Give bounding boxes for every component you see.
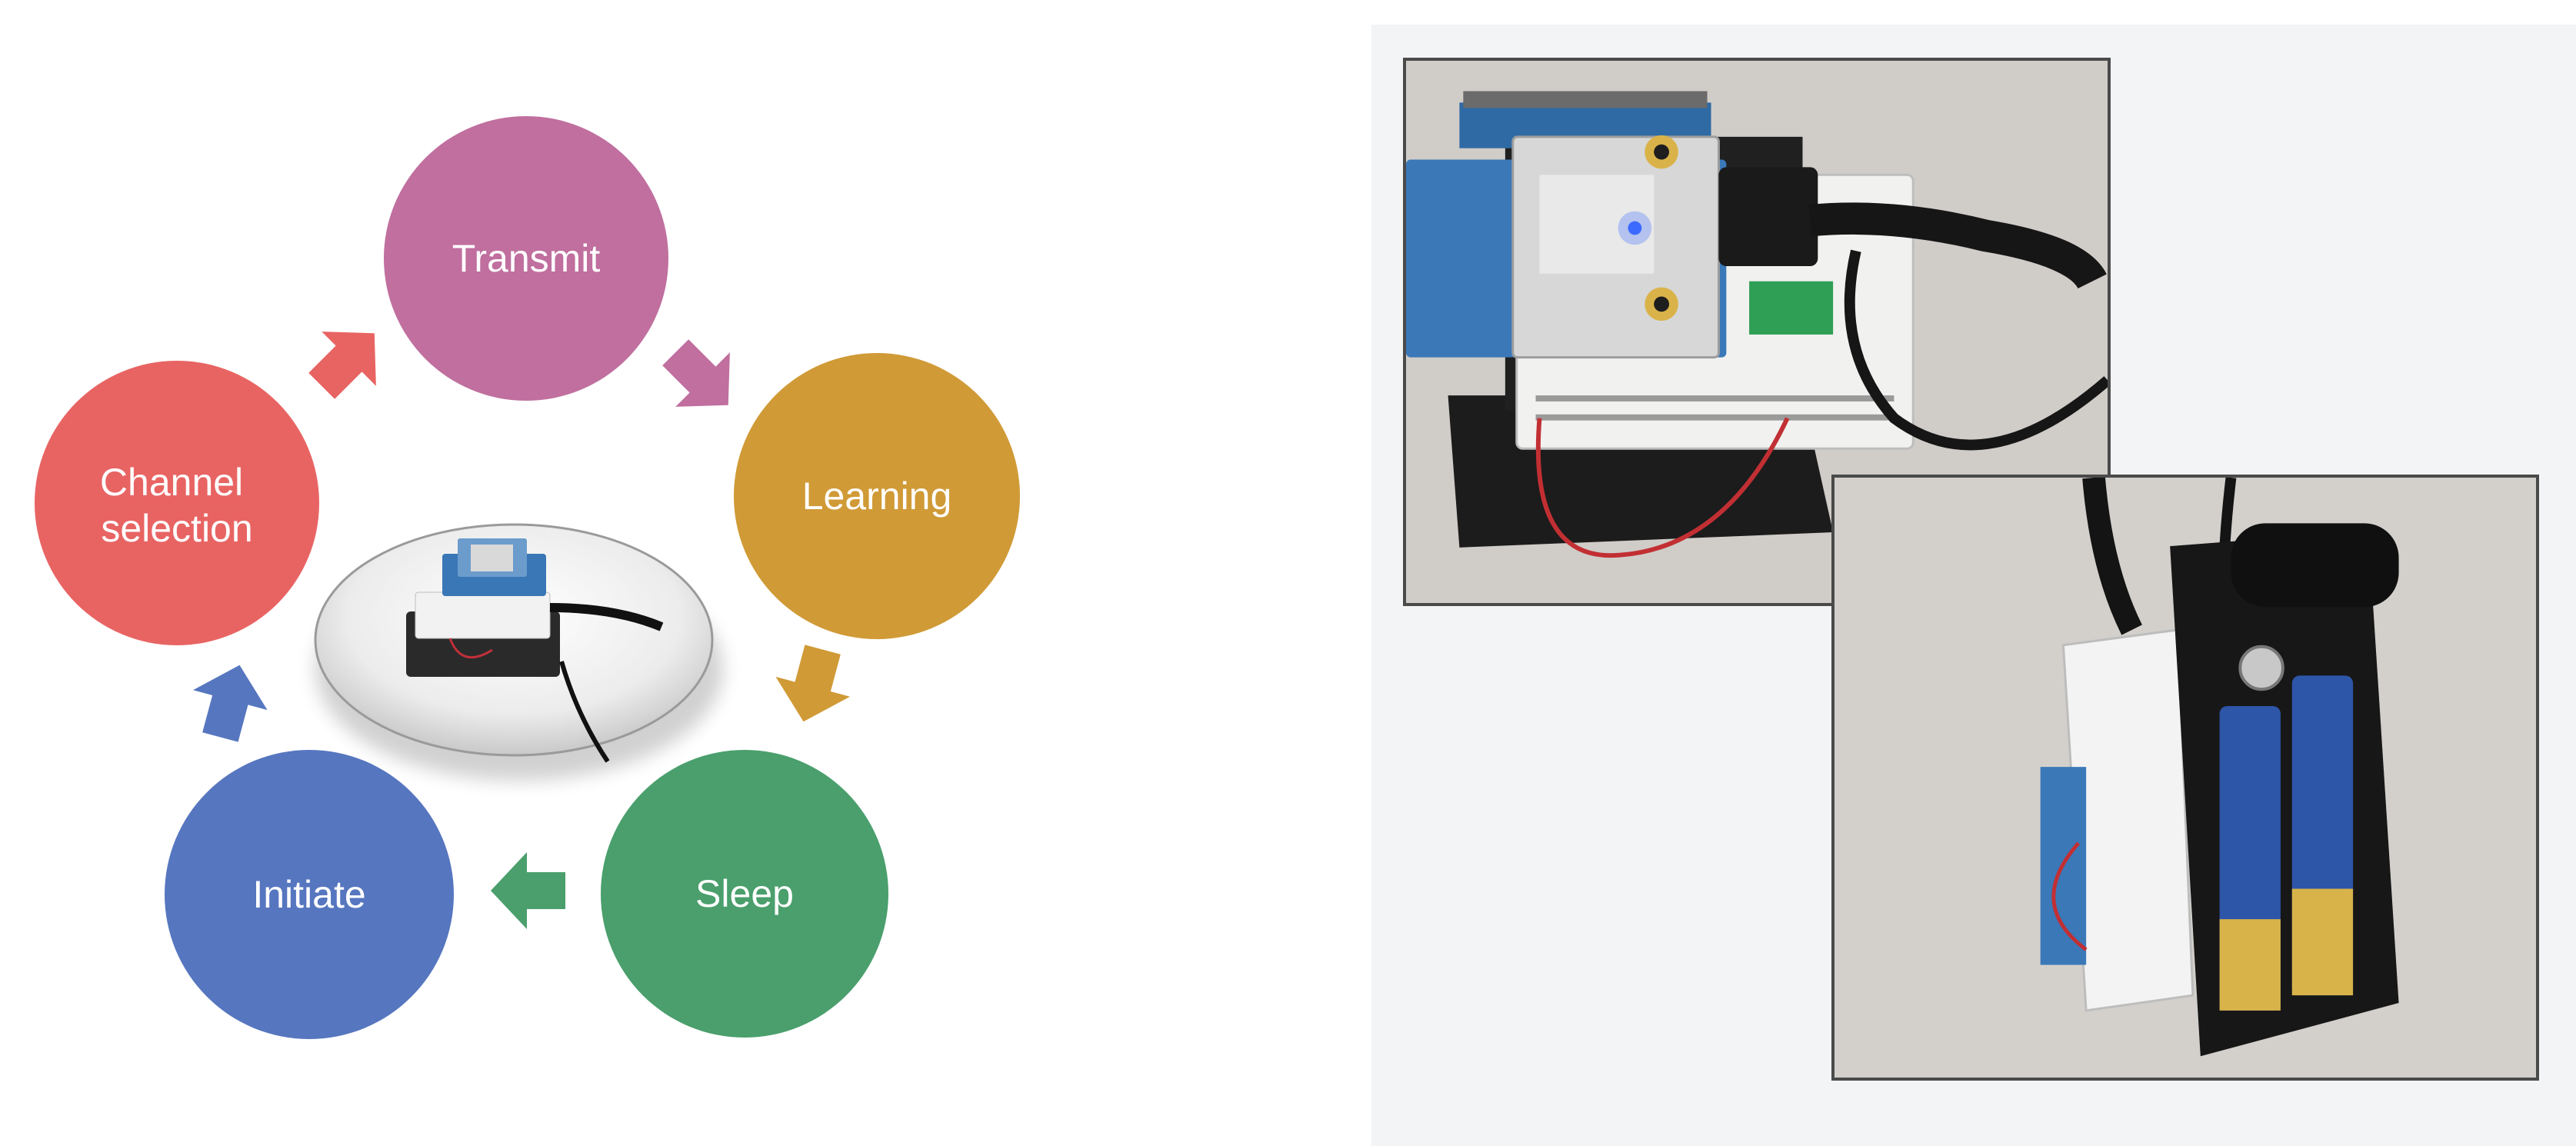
node-sleep: Sleep (601, 750, 888, 1038)
node-initiate-label: Initiate (252, 873, 365, 916)
arrow-channel-to-transmit (308, 331, 376, 399)
node-transmit-label: Transmit (452, 237, 601, 280)
arrow-sleep-to-initiate (491, 852, 565, 929)
node-channel-selection-label: Channel selection (100, 461, 254, 550)
arrow-transmit-to-learning (662, 339, 730, 407)
node-learning: Learning (734, 353, 1020, 639)
node-learning-circle (734, 353, 1020, 639)
arrow-learning-to-sleep (775, 645, 851, 722)
node-transmit-circle (384, 116, 668, 401)
cycle-diagram: Transmit Learning Sleep Initiate Channel… (35, 116, 1020, 1039)
node-initiate: Initiate (165, 750, 454, 1039)
photo-panel (1371, 25, 2576, 1146)
photo-device-top-view (1403, 58, 2111, 606)
node-transmit: Transmit (384, 116, 668, 401)
center-device-image (314, 523, 723, 781)
node-channel-selection: Channel selection (35, 361, 319, 645)
node-sleep-label: Sleep (695, 872, 794, 915)
node-initiate-circle (165, 750, 454, 1039)
node-channel-selection-circle (35, 361, 319, 645)
arrow-initiate-to-channel (192, 665, 268, 742)
node-learning-label: Learning (802, 475, 952, 518)
photo-device-battery-view (1831, 475, 2539, 1081)
node-sleep-circle (601, 750, 888, 1038)
